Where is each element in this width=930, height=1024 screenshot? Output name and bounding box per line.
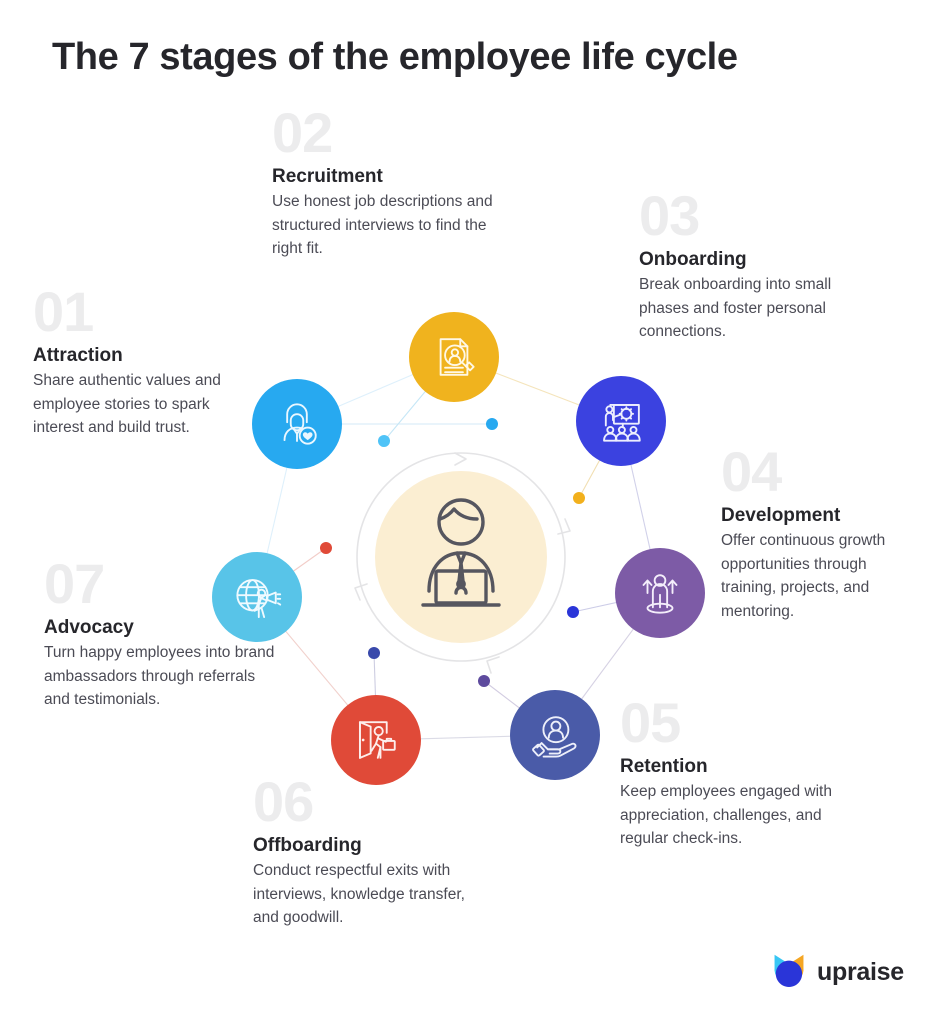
stage-block-recruitment: 02 Recruitment Use honest job descriptio…	[272, 101, 504, 261]
spoke-dots	[320, 418, 585, 687]
stage-name: Offboarding	[253, 834, 362, 856]
stage-number: 07	[44, 552, 105, 615]
stage-block-advocacy: 07 Advocacy Turn happy employees into br…	[44, 552, 276, 712]
stage-block-offboarding: 06 Offboarding Conduct respectful exits …	[253, 770, 485, 930]
stage-number: 04	[721, 440, 782, 503]
stage-name: Onboarding	[639, 248, 747, 270]
stage-number: 05	[620, 691, 681, 754]
stage-name: Development	[721, 504, 841, 526]
upraise-mark-icon	[772, 952, 806, 993]
stage-icon-retention[interactable]	[510, 690, 600, 780]
stage-icon-recruitment[interactable]	[409, 312, 499, 402]
stage-description: Break onboarding into small phases and f…	[639, 276, 832, 341]
stage-description: Turn happy employees into brand ambassad…	[44, 644, 275, 709]
stage-name: Advocacy	[44, 616, 134, 638]
stage-description: Share authentic values and employee stor…	[33, 372, 221, 437]
stage-description: Offer continuous growth opportunities th…	[721, 532, 886, 620]
stage-name: Recruitment	[272, 165, 383, 187]
stage-block-attraction: 01 Attraction Share authentic values and…	[33, 280, 251, 440]
stage-icon-onboarding[interactable]	[576, 376, 666, 466]
stage-number: 03	[639, 184, 700, 247]
stage-description: Use honest job descriptions and structur…	[272, 193, 493, 258]
stage-block-development: 04 Development Offer continuous growth o…	[721, 440, 911, 623]
stage-name: Retention	[620, 755, 708, 777]
stage-block-retention: 05 Retention Keep employees engaged with…	[620, 691, 852, 851]
stage-icon-offboarding[interactable]	[331, 695, 421, 785]
stage-icon-development[interactable]	[615, 548, 705, 638]
upraise-logo[interactable]: upraise	[772, 952, 904, 993]
stage-icon-advocacy[interactable]	[212, 552, 302, 642]
stage-number: 02	[272, 101, 333, 164]
stage-name: Attraction	[33, 344, 123, 366]
upraise-wordmark: upraise	[817, 958, 904, 986]
stage-number: 06	[253, 770, 314, 833]
page-title: The 7 stages of the employee life cycle	[52, 36, 738, 78]
person-at-laptop-icon	[405, 495, 517, 617]
stage-description: Keep employees engaged with appreciation…	[620, 783, 832, 848]
stage-icon-attraction[interactable]	[252, 379, 342, 469]
stage-number: 01	[33, 280, 94, 343]
stage-block-onboarding: 03 Onboarding Break onboarding into smal…	[639, 184, 869, 344]
cycle-arrow-ring	[354, 452, 571, 674]
stage-description: Conduct respectful exits with interviews…	[253, 862, 465, 927]
